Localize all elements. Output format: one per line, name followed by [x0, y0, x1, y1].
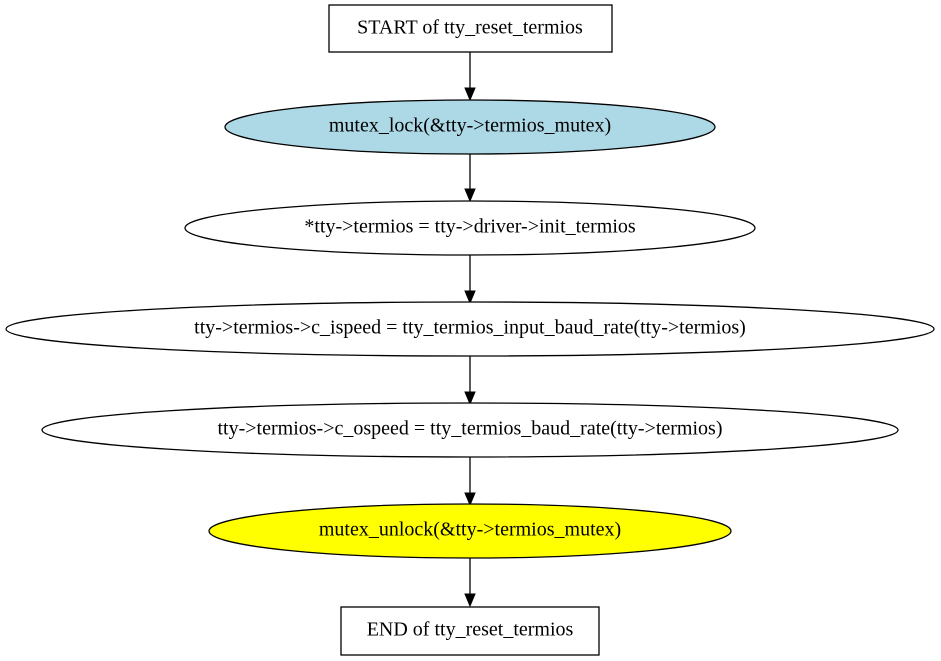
- arrow-icon: [464, 492, 476, 507]
- edge-lock-to-assign: [464, 153, 476, 203]
- node-termios-assign: *tty->termios = tty->driver->init_termio…: [184, 200, 756, 256]
- arrow-icon: [464, 593, 476, 608]
- node-ospeed-label: tty->termios->c_ospeed = tty_termios_bau…: [218, 418, 723, 440]
- arrow-icon: [464, 188, 476, 203]
- arrow-icon: [464, 87, 476, 102]
- edge-ispeed-to-ospeed: [464, 356, 476, 406]
- edge-assign-to-ispeed: [464, 255, 476, 305]
- node-mutex-unlock-label: mutex_unlock(&tty->termios_mutex): [319, 519, 621, 541]
- edge-unlock-to-end: [464, 558, 476, 608]
- edge-ospeed-to-unlock: [464, 457, 476, 507]
- node-ispeed: tty->termios->c_ispeed = tty_termios_inp…: [5, 301, 935, 357]
- node-mutex-lock-label: mutex_lock(&tty->termios_mutex): [329, 115, 611, 137]
- arrow-icon: [464, 290, 476, 305]
- node-start: START of tty_reset_termios: [328, 4, 613, 53]
- node-start-label: START of tty_reset_termios: [357, 17, 583, 39]
- node-end: END of tty_reset_termios: [340, 606, 600, 656]
- node-end-label: END of tty_reset_termios: [367, 619, 574, 641]
- arrow-icon: [464, 391, 476, 406]
- node-mutex-lock: mutex_lock(&tty->termios_mutex): [224, 99, 716, 155]
- node-termios-assign-label: *tty->termios = tty->driver->init_termio…: [304, 216, 636, 238]
- node-ospeed: tty->termios->c_ospeed = tty_termios_bau…: [41, 402, 899, 458]
- node-mutex-unlock: mutex_unlock(&tty->termios_mutex): [208, 503, 732, 559]
- edges: [464, 52, 476, 608]
- edge-start-to-lock: [464, 52, 476, 102]
- node-ispeed-label: tty->termios->c_ispeed = tty_termios_inp…: [194, 317, 746, 339]
